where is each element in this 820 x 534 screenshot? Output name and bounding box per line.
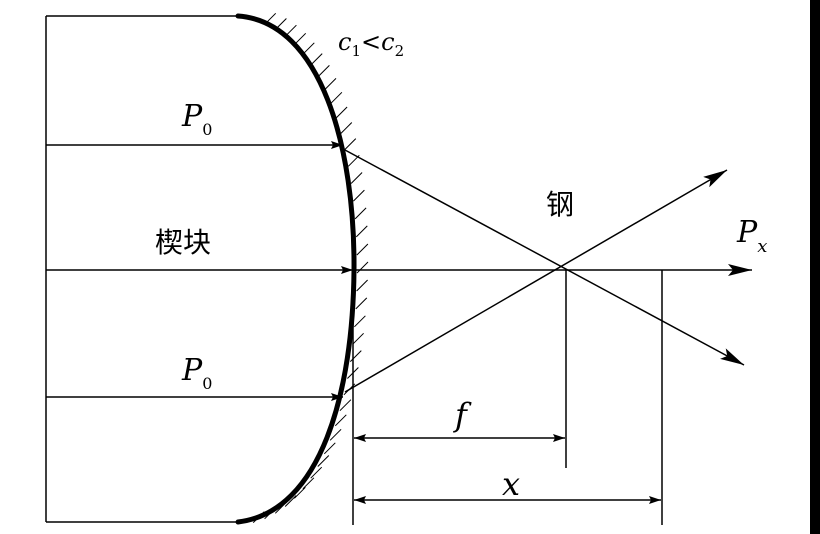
refracted-ray-down <box>344 149 745 366</box>
hatch-mark <box>284 495 297 507</box>
hatch-mark <box>349 350 362 362</box>
hatch-mark <box>329 428 342 441</box>
interface-hatching <box>252 12 369 524</box>
hatch-mark <box>335 106 348 119</box>
incident-rays <box>46 141 353 401</box>
hatch-mark <box>294 486 306 499</box>
hatch-mark <box>344 138 357 150</box>
hatch-mark <box>317 455 330 467</box>
wedge-label: 楔块 <box>155 226 211 259</box>
focal-length-label: f <box>453 396 472 434</box>
extension-lines <box>352 270 663 525</box>
hatch-mark <box>356 279 368 292</box>
p0-label-top: P0 <box>181 99 212 139</box>
p0-label-bottom: P0 <box>181 353 212 393</box>
lens-interface <box>235 13 357 525</box>
hatch-mark <box>339 399 352 412</box>
hatch-mark <box>355 225 368 238</box>
hatch-mark <box>354 207 367 220</box>
hatch-mark <box>340 122 353 134</box>
hatch-mark <box>334 414 347 427</box>
hatch-mark <box>323 442 336 455</box>
hatch-mark <box>310 53 323 65</box>
hatch-mark <box>355 297 368 310</box>
hatch-mark <box>353 189 365 202</box>
hatch-mark <box>350 172 363 184</box>
hatch-mark <box>356 243 369 256</box>
wedge-outline <box>45 15 238 523</box>
hatch-mark <box>330 91 343 104</box>
hatch-mark <box>356 261 369 274</box>
hatch-mark <box>324 78 337 90</box>
refracted-rays <box>344 149 752 393</box>
speed-relation-label: c1<c2 <box>338 28 404 60</box>
dimension-lines <box>354 434 661 504</box>
px-label: Px <box>736 215 767 257</box>
right-border <box>810 0 820 534</box>
distance-x-label: x <box>502 465 520 503</box>
hatch-mark <box>310 466 323 479</box>
hatch-mark <box>352 332 364 345</box>
hatch-mark <box>318 65 330 77</box>
hatch-mark <box>302 477 315 490</box>
hatch-mark <box>302 42 315 55</box>
steel-label: 钢 <box>546 188 574 221</box>
refracted-ray-up <box>344 169 728 393</box>
hatch-mark <box>294 32 307 45</box>
hatch-mark <box>354 315 366 328</box>
